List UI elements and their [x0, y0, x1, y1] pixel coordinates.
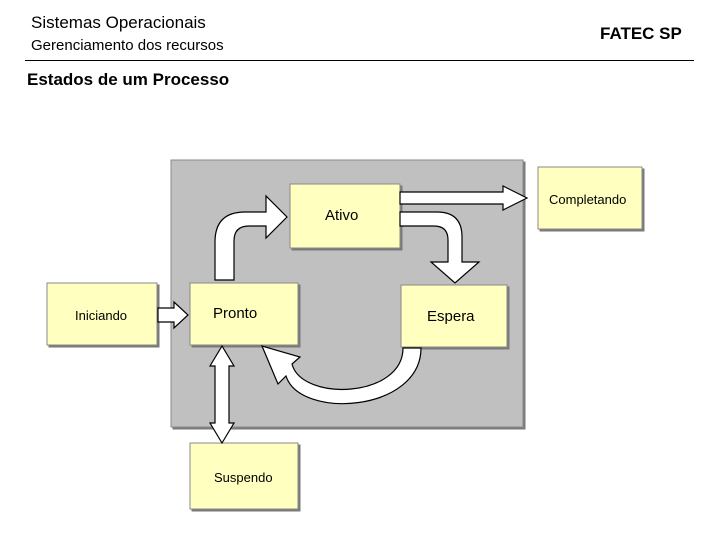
arrow-pronto-to-ativo: [214, 194, 288, 281]
state-label-pronto: Pronto: [213, 305, 258, 322]
institution-name: FATEC SP: [600, 24, 682, 43]
state-label-iniciando: Iniciando: [75, 308, 128, 323]
state-label-suspendo: Suspendo: [214, 470, 273, 485]
state-box-completando: [537, 166, 643, 230]
arrow-pronto-suspendo: [208, 344, 236, 445]
state-box-espera: [400, 284, 508, 348]
state-box-iniciando: [46, 282, 158, 346]
course-subtitle: Gerenciamento dos recursos: [31, 37, 224, 54]
arrow-ativo-to-espera: [399, 211, 481, 284]
course-title: Sistemas Operacionais: [31, 13, 206, 32]
arrow-iniciando-to-pronto: [157, 300, 189, 330]
section-title: Estados de um Processo: [27, 70, 230, 89]
header-divider: [25, 60, 694, 61]
state-label-completando: Completando: [549, 192, 627, 207]
state-label-espera: Espera: [427, 308, 475, 325]
state-box-suspendo: [189, 442, 299, 510]
state-box-ativo: [289, 183, 401, 249]
state-box-pronto: [189, 282, 299, 346]
arrow-espera-to-pronto: [260, 345, 422, 405]
arrow-ativo-to-completando: [399, 185, 529, 211]
state-label-ativo: Ativo: [325, 207, 359, 224]
